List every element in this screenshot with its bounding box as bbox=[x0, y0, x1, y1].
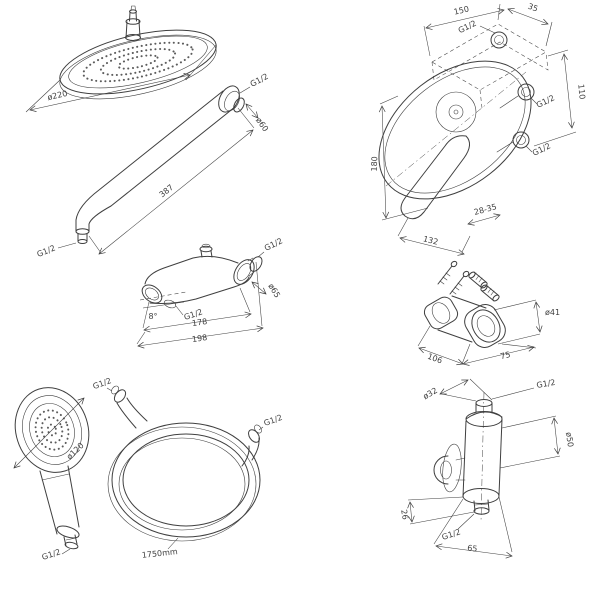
dimension-outlet-body-diameter: ø50 bbox=[499, 415, 575, 469]
label-mixer-thread-top: G1/2 bbox=[457, 19, 496, 35]
dim-label-outlet-offset: 26 bbox=[399, 509, 410, 521]
label-arm-wall-thread: G1/2 bbox=[239, 72, 270, 94]
dim-label-mixer-width-bottom: 132 bbox=[422, 234, 439, 246]
dim-label-mixer-offset-top: 35 bbox=[527, 2, 540, 14]
dim-label-spout-inlet-thread: G1/2 bbox=[263, 236, 284, 252]
dim-label-outlet-body-diameter: ø50 bbox=[564, 432, 575, 448]
label-hose-thread-left: G1/2 bbox=[92, 376, 113, 392]
dim-label-hose-thread-left: G1/2 bbox=[92, 376, 113, 391]
dimension-mixer-height-right: 110 bbox=[533, 49, 587, 147]
dimension-bracket-diameter: ø41 bbox=[493, 299, 560, 345]
shower-head-connector bbox=[125, 5, 141, 41]
label-mixer-thread-right: G1/2 bbox=[530, 93, 556, 110]
dim-label-handshower-diameter: ø120 bbox=[65, 441, 86, 461]
dim-label-mixer-height-right: 110 bbox=[576, 84, 587, 100]
shower-arm bbox=[75, 85, 245, 244]
dim-label-bracket-height: 75 bbox=[499, 350, 511, 361]
hand-shower-handle bbox=[39, 465, 80, 550]
wall-bracket-assembly: ø41 106 75 bbox=[417, 260, 560, 366]
label-handshower-thread: G1/2 bbox=[41, 547, 71, 562]
dim-label-hose-thread-right: G1/2 bbox=[263, 413, 284, 428]
dimension-mixer-width-top: 150 bbox=[423, 3, 505, 57]
label-spout-inlet-thread: G1/2 bbox=[257, 236, 284, 258]
mixer-port-bottom bbox=[512, 131, 530, 149]
dim-label-mixer-thread-top: G1/2 bbox=[457, 19, 478, 35]
dim-label-outlet-inlet-thread: G1/2 bbox=[536, 378, 556, 390]
hose-coil bbox=[107, 422, 261, 542]
dim-label-flange-diameter: ø60 bbox=[254, 116, 270, 134]
dim-label-handshower-thread: G1/2 bbox=[41, 547, 62, 561]
dimension-mixer-width-bottom: 132 bbox=[397, 217, 471, 256]
spout-diverter-knob bbox=[199, 243, 213, 258]
dimension-flange-diameter: ø60 bbox=[245, 103, 270, 134]
dimension-outlet-width: 65 bbox=[433, 496, 513, 559]
dim-label-outlet-top-diameter: ø32 bbox=[421, 386, 439, 401]
label-hose-thread-right: G1/2 bbox=[258, 413, 284, 431]
outlet-body bbox=[442, 411, 503, 504]
dimension-mixer-plate-height: 180 bbox=[370, 95, 429, 221]
dimension-outlet-offset: 26 bbox=[399, 496, 475, 525]
outlet-top-port bbox=[475, 399, 493, 413]
label-arm-outlet-thread: G1/2 bbox=[36, 242, 77, 259]
mounting-screw bbox=[437, 260, 458, 285]
mixer-lever-handle bbox=[400, 135, 470, 220]
dim-label-outlet-thread-bottom: G1/2 bbox=[441, 527, 462, 541]
mixer-valve-assembly: 150 35 110 180 132 28-35 G1/2 bbox=[370, 2, 587, 256]
dimension-outlet-top-diameter: ø32 bbox=[421, 378, 493, 401]
dimension-spout-flange-diameter: ø65 bbox=[251, 281, 282, 300]
spout-body bbox=[141, 255, 250, 309]
dim-label-spout-angle: 8° bbox=[148, 312, 157, 321]
hose-end-connector bbox=[241, 424, 262, 467]
mixer-port-right bbox=[517, 83, 535, 101]
spout-flange bbox=[233, 256, 263, 285]
label-outlet-thread-bottom: G1/2 bbox=[441, 513, 475, 542]
dimension-bracket-height: 75 bbox=[462, 343, 537, 366]
wall-plug bbox=[480, 284, 500, 302]
dim-label-mixer-thread-bottom: G1/2 bbox=[531, 141, 552, 157]
dim-label-wall-thread: G1/2 bbox=[249, 72, 270, 89]
dim-label-spout-length-total: 198 bbox=[191, 333, 207, 344]
dim-label-spout-length-inner: 178 bbox=[191, 317, 207, 328]
hand-shower-assembly: ø120 G1/2 bbox=[13, 387, 90, 562]
dim-label-bracket-diameter: ø41 bbox=[545, 308, 560, 317]
dimension-handshower-diameter: ø120 bbox=[13, 397, 86, 469]
shower-head-disc bbox=[59, 29, 217, 100]
mounting-screw bbox=[449, 270, 470, 295]
mixer-roughin-body bbox=[431, 23, 549, 153]
shower-hose-assembly: G1/2 G1/2 1750mm bbox=[92, 376, 284, 560]
dim-label-bracket-length: 106 bbox=[426, 352, 443, 366]
dim-label-mixer-width-top: 150 bbox=[453, 4, 470, 16]
bracket-body bbox=[423, 295, 506, 348]
dim-label-spout-flange-diameter: ø65 bbox=[266, 282, 282, 300]
dimension-mixer-mount-depth: 28-35 bbox=[467, 202, 501, 226]
label-outlet-inlet-thread: G1/2 bbox=[491, 378, 556, 400]
outlet-bottom-connector bbox=[473, 499, 490, 515]
dim-label-outlet-width: 65 bbox=[467, 543, 478, 553]
wall-outlet-assembly: ø32 G1/2 ø50 26 G1/2 65 bbox=[399, 378, 575, 559]
dim-label-arm-length: 387 bbox=[158, 183, 176, 200]
overhead-shower-assembly: ø220 G1/2 ø60 387 G1/2 bbox=[25, 5, 270, 259]
dim-label-mixer-plate-height: 180 bbox=[370, 156, 380, 172]
dimension-mixer-offset-top: 35 bbox=[507, 2, 553, 47]
outlet-holder-hook bbox=[433, 455, 466, 485]
dimension-head-diameter: ø220 bbox=[25, 44, 217, 113]
mixer-port-top bbox=[490, 31, 508, 49]
bath-spout-assembly: G1/2 ø65 8° G1/2 178 198 bbox=[136, 236, 284, 349]
label-mixer-thread-bottom: G1/2 bbox=[525, 141, 552, 158]
dim-label-mixer-thread-right: G1/2 bbox=[535, 93, 556, 109]
dimension-hose-length: 1750mm bbox=[141, 537, 178, 560]
dimension-arm-length: 387 bbox=[88, 107, 255, 255]
dim-label-outlet-thread: G1/2 bbox=[36, 244, 57, 259]
wall-plug bbox=[468, 271, 488, 289]
dim-label-head-diameter: ø220 bbox=[47, 89, 69, 102]
mixer-cartridge bbox=[435, 91, 477, 133]
hose-end-connector bbox=[111, 385, 148, 429]
dim-label-mixer-mount-depth: 28-35 bbox=[473, 202, 498, 217]
dim-label-hose-length: 1750mm bbox=[141, 547, 178, 560]
dimension-spout-length-total: 198 bbox=[136, 261, 264, 349]
